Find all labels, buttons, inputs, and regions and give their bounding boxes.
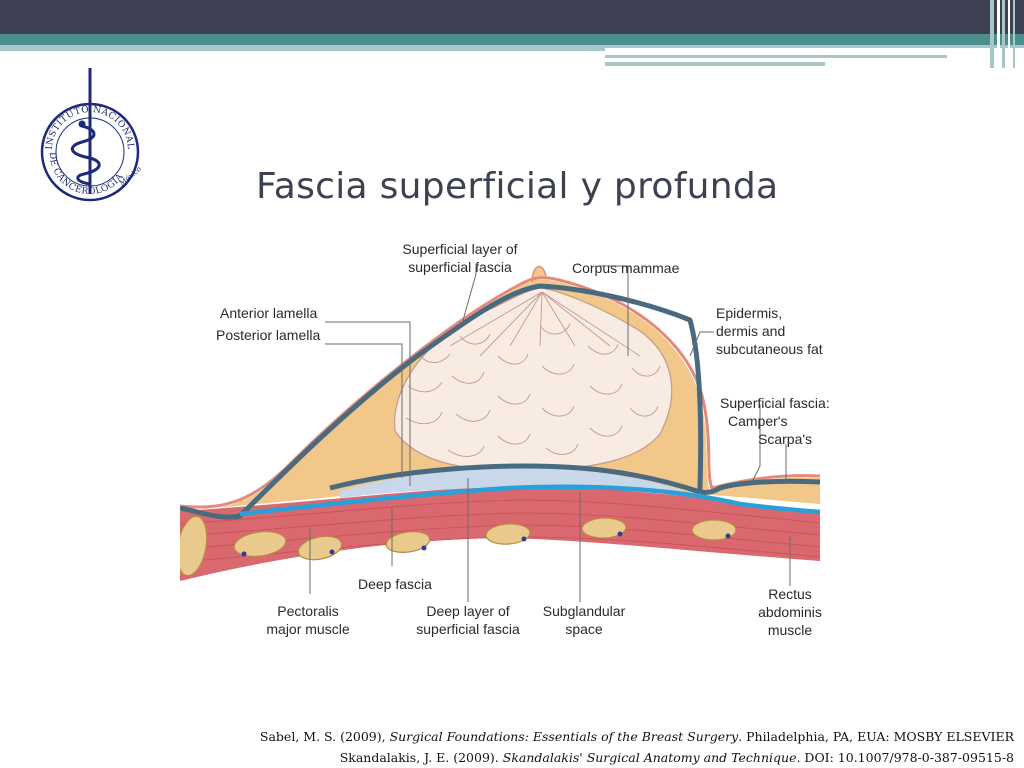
- label-epidermis-2: dermis and: [716, 323, 785, 339]
- reference-2: Skandalakis, J. E. (2009). Skandalakis' …: [194, 747, 1014, 768]
- ref2-title: Skandalakis' Surgical Anatomy and Techni…: [502, 750, 797, 765]
- label-scarpas: Scarpa's: [758, 431, 812, 447]
- label-rectus-2: abdominis: [758, 604, 822, 620]
- label-deep-fascia: Deep fascia: [358, 576, 432, 592]
- ref1-title: Surgical Foundations: Essentials of the …: [389, 729, 739, 744]
- institute-logo: INSTITUTO NACIONAL DE CANCEROLOGÍA Méxic…: [40, 68, 142, 202]
- label-deep-layer-2: superficial fascia: [416, 621, 520, 637]
- label-epidermis-3: subcutaneous fat: [716, 341, 823, 357]
- label-superficial-layer: Superficial layer of: [402, 241, 517, 257]
- slide-title: Fascia superficial y profunda: [256, 166, 779, 207]
- ref2-authors: Skandalakis, J. E. (2009).: [339, 750, 503, 765]
- ref2-rest: . DOI: 10.1007/978-0-387-09515-8: [796, 750, 1014, 765]
- ref1-rest: . Philadelphia, PA, EUA: MOSBY ELSEVIER: [738, 729, 1014, 744]
- leader-lines: [309, 265, 791, 602]
- label-epidermis: Epidermis,: [716, 305, 782, 321]
- label-rectus-3: muscle: [768, 622, 813, 638]
- label-superficial-fascia: Superficial fascia:: [720, 395, 830, 411]
- references: Sabel, M. S. (2009), Surgical Foundation…: [194, 726, 1014, 768]
- label-campers: Camper's: [728, 413, 787, 429]
- label-superficial-layer-2: superficial fascia: [408, 259, 512, 275]
- label-deep-layer: Deep layer of: [426, 603, 509, 619]
- label-pectoralis-2: major muscle: [266, 621, 349, 637]
- label-posterior-lamella: Posterior lamella: [216, 327, 320, 343]
- subglandular-space: [340, 466, 690, 498]
- label-pectoralis: Pectoralis: [277, 603, 338, 619]
- reference-1: Sabel, M. S. (2009), Surgical Foundation…: [194, 726, 1014, 747]
- deep-fascia-line: [239, 484, 821, 517]
- superficial-fascia-outline: [180, 283, 821, 520]
- breast-fascia-diagram: Superficial layer of superficial fascia …: [180, 241, 830, 638]
- label-rectus: Rectus: [768, 586, 812, 602]
- label-subglandular-2: space: [565, 621, 603, 637]
- header-decoration: [0, 0, 1024, 68]
- ref1-authors: Sabel, M. S. (2009),: [259, 729, 390, 744]
- label-corpus-mammae: Corpus mammae: [572, 260, 680, 276]
- label-subglandular: Subglandular: [543, 603, 626, 619]
- label-anterior-lamella: Anterior lamella: [220, 305, 317, 321]
- rib-sections: [180, 515, 737, 577]
- deep-layer-outline: [329, 463, 701, 495]
